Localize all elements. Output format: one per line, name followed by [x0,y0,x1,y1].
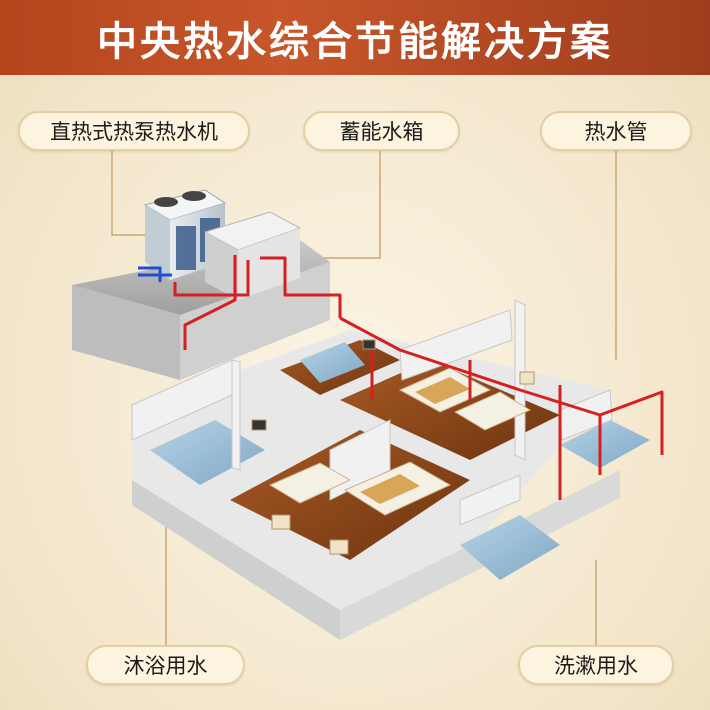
cold-water-pipes [138,266,172,282]
fan-icon [182,191,206,201]
fan-icon [154,197,178,207]
label-hot-water-pipe: 热水管 [540,111,692,151]
bed-icon [453,391,532,431]
label-storage-tank: 蓄能水箱 [303,111,460,151]
label-storage-tank-text: 蓄能水箱 [339,120,424,144]
floorplan-illustration [72,151,664,645]
leader-heatpump [111,151,160,236]
tv-icon [251,419,267,431]
label-shower-water: 沐浴用水 [86,645,245,685]
beds [268,367,532,516]
interior-walls [131,299,613,526]
page-title: 中央热水综合节能解决方案 [97,18,613,65]
label-shower-water-text: 沐浴用水 [123,654,208,678]
furniture [251,339,535,555]
armchair-icon [271,514,291,530]
title-bar: 中央热水综合节能解决方案 [0,0,710,75]
hot-water-pipes [173,255,664,500]
label-hot-water-pipe-text: 热水管 [584,120,648,144]
label-heat-pump-text: 直热式热泵热水机 [50,120,218,144]
tv-icon [362,339,376,350]
label-wash-water-text: 洗漱用水 [554,654,638,678]
armchair-icon [519,371,535,385]
armchair-icon [329,539,349,555]
label-wash-water: 洗漱用水 [518,645,674,685]
label-heat-pump: 直热式热泵热水机 [18,111,250,151]
storage-tank [203,211,302,300]
bed-icon [268,462,352,504]
